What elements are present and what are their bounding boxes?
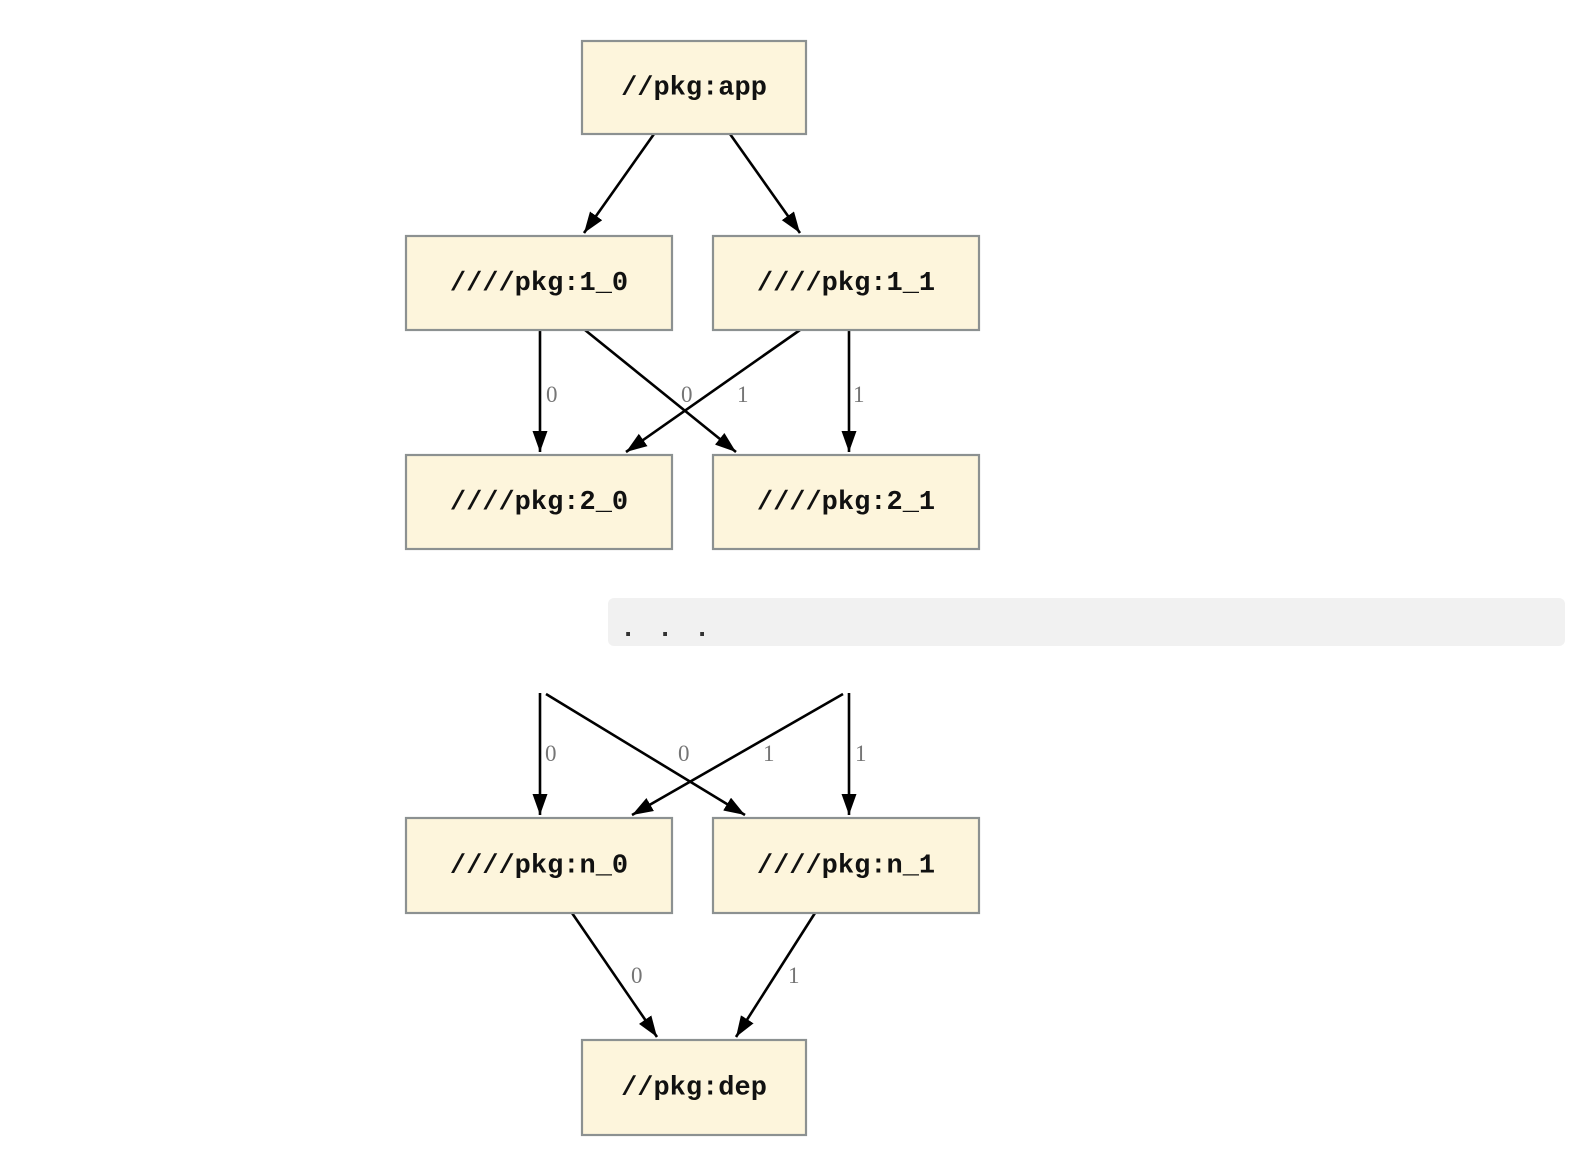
node-2_1-label: ////pkg:2_1 [757, 488, 935, 518]
node-n_1: ////pkg:n_1 [711, 816, 981, 915]
edge-app-to-1_1 [728, 133, 802, 234]
node-n_0-box [404, 816, 674, 915]
edge-label-1_1-to-2_0: 1 [737, 382, 749, 407]
edge-n_1-to-dep [734, 912, 817, 1038]
node-n_1-box [711, 816, 981, 915]
node-dep-label: //pkg:dep [621, 1074, 767, 1104]
nodes-layer: //pkg:app ////pkg:1_0 ////pkg:1_1 ////pkg:2… [404, 39, 981, 1137]
node-2_0: ////pkg:2_0 [404, 453, 674, 551]
node-2_0-box [404, 453, 674, 551]
elided-rows-bar [608, 598, 1565, 646]
edge-elided_0-to-n_1 [545, 692, 746, 817]
node-n_0-label: ////pkg:n_0 [450, 852, 628, 882]
edge-label-n_0-to-dep: 0 [631, 963, 643, 988]
elided-rows-band: . . . [608, 598, 1565, 646]
node-n_0: ////pkg:n_0 [404, 816, 674, 915]
node-1_0-label: ////pkg:1_0 [450, 269, 628, 299]
edge-label-n_1-to-dep: 1 [788, 963, 800, 988]
edge-label-1_0-to-2_1: 0 [681, 382, 693, 407]
edge-label-1_1-to-2_1: 1 [853, 382, 865, 407]
edge-label-elided_0-to-n_1: 0 [678, 741, 690, 766]
node-dep: //pkg:dep [580, 1038, 808, 1137]
node-1_1-box [711, 234, 981, 332]
elided-rows-ellipsis: . . . [620, 615, 713, 645]
node-dep-box [580, 1038, 808, 1137]
edge-label-elided_1-to-n_1: 1 [855, 741, 867, 766]
edge-app-to-1_0 [582, 133, 656, 234]
node-2_1: ////pkg:2_1 [711, 453, 981, 551]
edge-elided_1-to-n_0 [631, 692, 844, 817]
edge-labels-layer: 0 0 1 1 0 0 1 1 0 1 [545, 382, 867, 988]
edge-label-elided_0-to-n_0: 0 [545, 741, 557, 766]
node-2_1-box [711, 453, 981, 551]
node-1_1: ////pkg:1_1 [711, 234, 981, 332]
edge-n_0-to-dep [570, 912, 659, 1038]
node-1_0-box [404, 234, 674, 332]
node-app-label: //pkg:app [621, 74, 767, 104]
edge-1_1-to-2_0 [625, 328, 801, 454]
node-1_1-label: ////pkg:1_1 [757, 269, 935, 299]
node-n_1-label: ////pkg:n_1 [757, 852, 935, 882]
edge-label-1_0-to-2_0: 0 [546, 382, 558, 407]
node-app-box [580, 39, 808, 136]
edge-label-elided_1-to-n_0: 1 [763, 741, 775, 766]
node-app: //pkg:app [580, 39, 808, 136]
edge-1_0-to-2_1 [584, 328, 737, 454]
node-2_0-label: ////pkg:2_0 [450, 488, 628, 518]
node-1_0: ////pkg:1_0 [404, 234, 674, 332]
edges-layer [532, 133, 857, 1038]
